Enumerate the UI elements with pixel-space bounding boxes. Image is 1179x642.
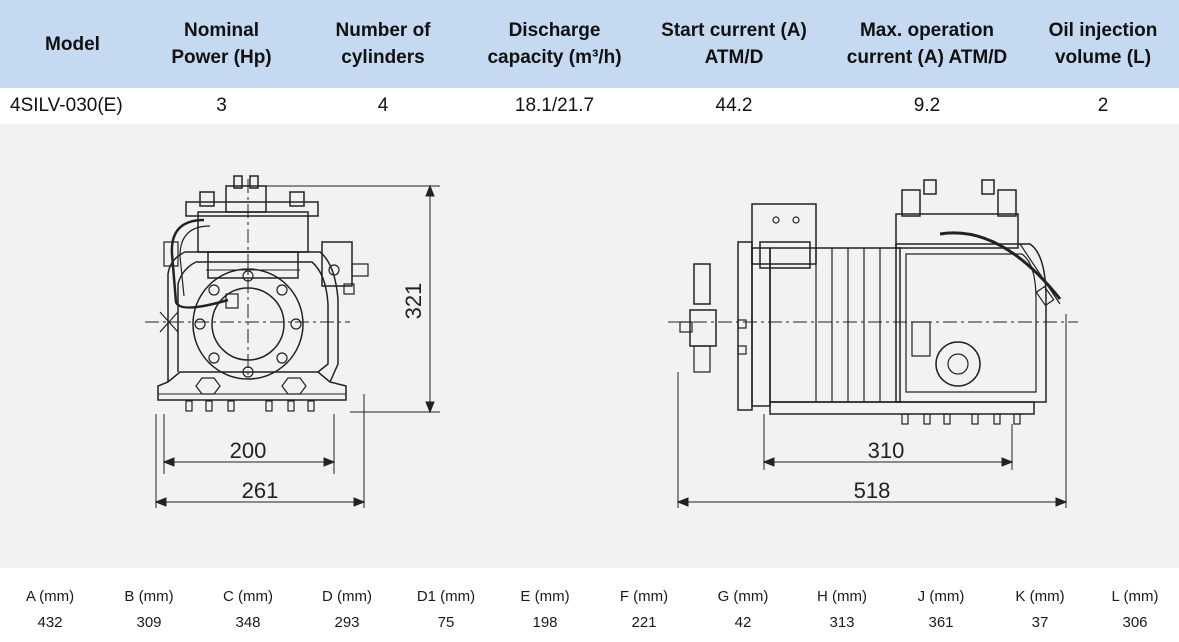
spec-table-row: 4SILV-030(E) 3 4 18.1/21.7 44.2 9.2 2 <box>0 88 1179 124</box>
header-start-current: Start current (A)ATM/D <box>661 20 807 68</box>
cell-model: 4SILV-030(E) <box>10 95 123 116</box>
side-view <box>668 179 1078 425</box>
dim-value-d: 293 <box>334 614 360 631</box>
dim-label-k: K (mm) <box>1015 588 1065 605</box>
cell-max-operation-current: 9.2 <box>913 95 941 116</box>
dim-value-j: 361 <box>928 614 954 631</box>
dim-label-g: G (mm) <box>717 588 769 605</box>
dim-side-inner-width-label: 310 <box>868 438 905 463</box>
cell-oil-injection: 2 <box>1097 95 1109 116</box>
dim-value-e: 198 <box>532 614 558 631</box>
dim-value-g: 42 <box>734 614 752 631</box>
dim-label-j: J (mm) <box>917 588 965 605</box>
front-view-dimensions <box>154 184 440 508</box>
cell-cylinders: 4 <box>377 95 389 116</box>
dim-label-d1: D1 (mm) <box>416 588 476 605</box>
dim-label-c: C (mm) <box>223 588 273 605</box>
cell-discharge-capacity: 18.1/21.7 <box>514 95 595 116</box>
cell-start-current: 44.2 <box>715 95 753 116</box>
dim-value-c: 348 <box>235 614 261 631</box>
dim-label-d: D (mm) <box>322 588 372 605</box>
dim-height-label: 321 <box>401 283 426 320</box>
compressor-drawing: 321 200 261 <box>0 124 1179 568</box>
dim-label-f: F (mm) <box>619 588 669 605</box>
dimensions-table: A (mm) B (mm) C (mm) D (mm) D1 (mm) E (m… <box>0 584 1179 636</box>
header-model: Model <box>45 33 100 55</box>
dim-label-a: A (mm) <box>25 588 75 605</box>
dim-value-l: 306 <box>1122 614 1148 631</box>
side-view-dimensions <box>676 314 1068 508</box>
dim-label-h: H (mm) <box>817 588 867 605</box>
dim-value-f: 221 <box>631 614 657 631</box>
dim-label-b: B (mm) <box>124 588 174 605</box>
compressor-drawing-svg: 321 200 261 <box>145 175 1078 508</box>
dim-value-a: 432 <box>37 614 63 631</box>
dim-value-k: 37 <box>1031 614 1049 631</box>
dim-value-b: 309 <box>136 614 162 631</box>
dim-side-outer-width-label: 518 <box>854 478 891 503</box>
dim-value-d1: 75 <box>437 614 455 631</box>
dim-value-h: 313 <box>829 614 855 631</box>
dim-label-l: L (mm) <box>1111 588 1159 605</box>
dim-front-outer-width-label: 261 <box>242 478 279 503</box>
dim-front-inner-width-label: 200 <box>230 438 267 463</box>
dim-label-e: E (mm) <box>520 588 570 605</box>
front-view <box>145 175 369 412</box>
cell-nominal-power: 3 <box>216 95 227 116</box>
